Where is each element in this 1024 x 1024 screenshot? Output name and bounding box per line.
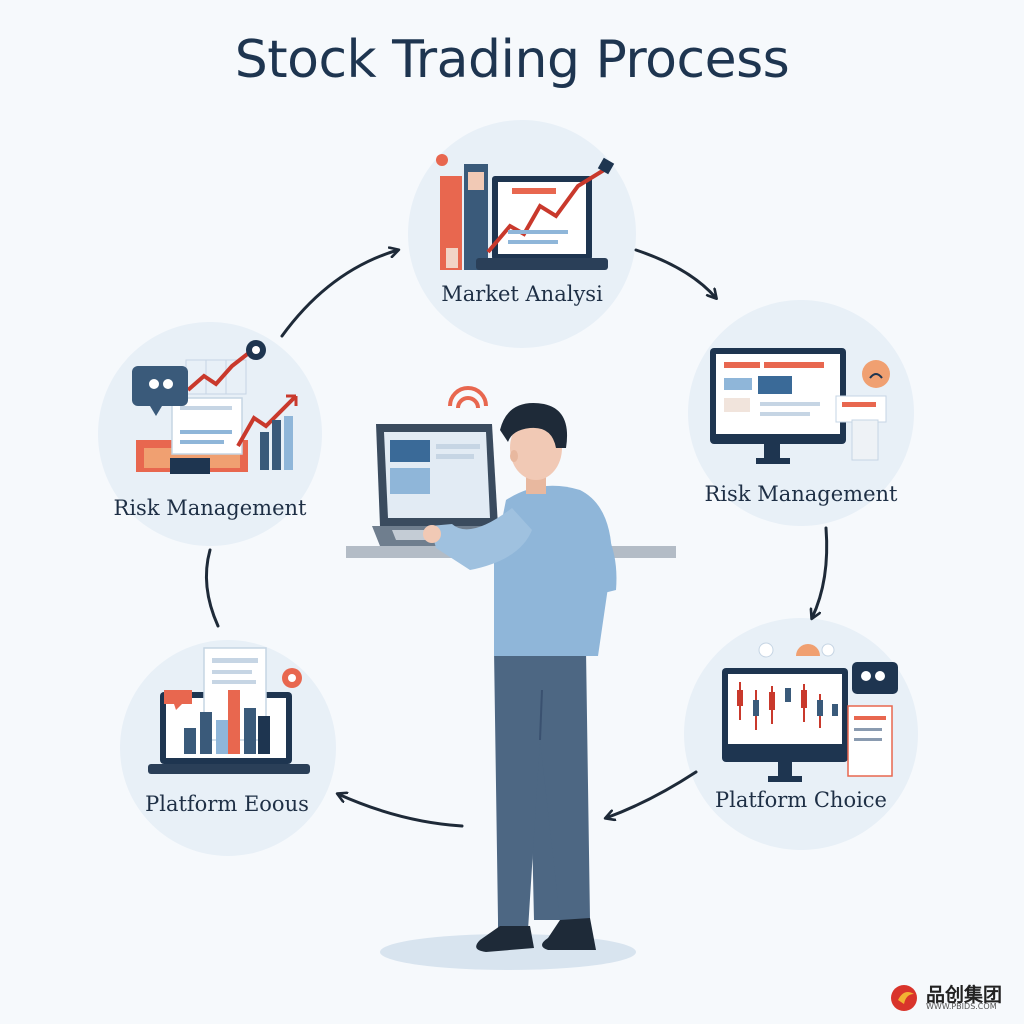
arrow-right-to-bottomright [812, 526, 829, 618]
risk-management-right-label: Risk Management [704, 482, 898, 506]
page-title: Stock Trading Process [234, 30, 790, 90]
arrow-center-to-bottomleft [338, 794, 464, 828]
platform-eoous-label: Platform Eoous [145, 792, 309, 816]
arrow-bottomright-to-center [606, 770, 698, 818]
risk-management-right-illustration [710, 348, 890, 464]
platform-eoous-illustration [148, 647, 310, 774]
trader-illustration [346, 386, 676, 970]
arrow-bottomleft-to-left [204, 548, 220, 628]
watermark-url: WWW.PBIDS.COM [926, 1002, 997, 1011]
risk-management-left-label: Risk Management [113, 496, 307, 520]
platform-choice-illustration [722, 642, 898, 782]
market-analysis-label: Market Analysi [441, 282, 603, 306]
watermark-logo-icon [891, 985, 917, 1011]
platform-choice-label: Platform Choice [715, 788, 887, 812]
arrow-left-to-top [280, 250, 398, 338]
market-analysis-illustration [436, 154, 615, 270]
risk-management-left-illustration [132, 340, 298, 474]
arrow-top-to-right [634, 248, 716, 298]
watermark-text: 品创集团 [926, 984, 1003, 1006]
watermark: 品创集团 WWW.PBIDS.COM [890, 980, 1010, 1014]
